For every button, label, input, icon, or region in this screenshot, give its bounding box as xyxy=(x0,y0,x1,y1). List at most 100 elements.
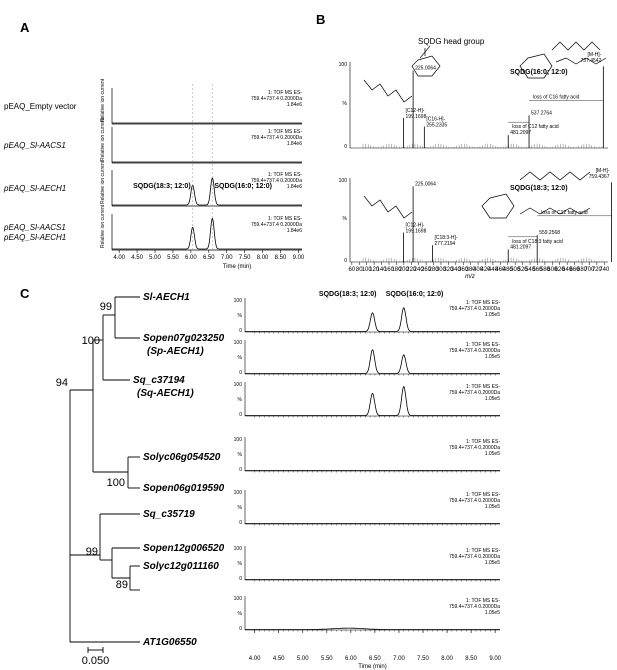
trace-line xyxy=(112,177,302,206)
mz-tick-label: 120 xyxy=(369,267,380,273)
trace-info: 1: TOF MS ES- xyxy=(466,548,500,554)
y-tick-0: 0 xyxy=(239,467,242,473)
x-tick-label: 9.00 xyxy=(293,255,305,261)
trace-info: 759.4+737.4 0.2000Da xyxy=(449,554,500,560)
taxon-label: (Sp-AECH1) xyxy=(147,346,204,357)
mz-tick-label: 220 xyxy=(406,267,417,273)
peak-annotation: 225.0064 xyxy=(415,181,436,187)
taxon-label: Sq_c37194 xyxy=(133,375,185,386)
x-tick-label: 8.50 xyxy=(465,656,477,662)
x-tick-label: 7.50 xyxy=(417,656,429,662)
head-group-label: SQDG head group xyxy=(418,37,485,46)
peak-annotation: 537.2764 xyxy=(531,110,552,116)
y-tick-0: 0 xyxy=(239,328,242,334)
mz-tick-label: 360 xyxy=(458,267,469,273)
y-tick-100: 100 xyxy=(234,298,243,304)
y-tick-percent: % xyxy=(238,452,243,458)
chromatogram-trace-c-7: 100%01: TOF MS ES-759.4+737.4 0.2000Da1.… xyxy=(234,596,500,632)
loss-label: loss of C12 fatty acid xyxy=(512,124,559,130)
mz-tick-label: 340 xyxy=(451,267,462,273)
mh-value: 737.4542 xyxy=(580,58,601,64)
mz-tick-label: 320 xyxy=(443,267,454,273)
taxon-label: Sopen06g019590 xyxy=(143,483,225,494)
mz-tick-label: 160 xyxy=(384,267,395,273)
ylabel: Relative ion current xyxy=(100,117,106,161)
taxon-label: Sl-AECH1 xyxy=(143,292,190,303)
chromatogram-trace-c-3: 100%01: TOF MS ES-759.4+737.4 0.2000Da1.… xyxy=(234,382,501,418)
y-tick-100: 100 xyxy=(234,546,243,552)
panel-c-chromatograms: 100%01: TOF MS ES-759.4+737.4 0.2000Da1.… xyxy=(234,291,502,670)
x-axis-label: Time (min) xyxy=(358,664,386,670)
taxon-label: Sopen12g006520 xyxy=(143,543,225,554)
sqdg-160-structure-icon xyxy=(519,41,607,79)
y-tick-100: 100 xyxy=(234,596,243,602)
mz-tick-label: 300 xyxy=(436,267,447,273)
fatty-acid-structure-icon xyxy=(363,79,413,219)
mz-tick-label: 600 xyxy=(547,267,558,273)
x-tick-label: 8.00 xyxy=(441,656,453,662)
mz-tick-label: 700 xyxy=(584,267,595,273)
mz-tick-label: 540 xyxy=(525,267,536,273)
chromatogram-trace-c-5: 100%01: TOF MS ES-759.4+737.4 0.2000Da1.… xyxy=(234,490,501,526)
loss-label: loss of C12 fatty acid xyxy=(541,210,588,216)
sqdg-183-structure-icon xyxy=(481,171,591,219)
peak-annotation: 559.2568 xyxy=(539,230,560,236)
trace-line xyxy=(245,385,500,416)
mz-tick-label: 260 xyxy=(421,267,432,273)
bootstrap-value: 89 xyxy=(116,579,128,591)
y-tick-percent: % xyxy=(238,611,243,617)
bootstrap-value: 99 xyxy=(100,301,112,313)
trace-info: 1: TOF MS ES- xyxy=(466,492,500,498)
x-tick-label: 9.00 xyxy=(489,656,501,662)
peak-annotation: [C12-H]- xyxy=(406,223,425,229)
x-tick-label: 6.00 xyxy=(345,656,357,662)
peak-annotation: 481.2097 xyxy=(510,130,531,136)
trace-line xyxy=(245,349,500,374)
loss-label: loss of C16 fatty acid xyxy=(533,95,580,101)
trace-info: 1.05e5 xyxy=(485,312,501,318)
y-tick-100: 100 xyxy=(234,490,243,496)
trace-info: 1.05e5 xyxy=(485,560,501,566)
mh-label: [M-H]- xyxy=(596,168,610,174)
mz-tick-label: 580 xyxy=(540,267,551,273)
ylabel: Relative ion current xyxy=(100,204,106,248)
y-tick-100: 100 xyxy=(234,340,243,346)
y-tick-0: 0 xyxy=(344,144,347,150)
y-tick-100: 100 xyxy=(234,382,243,388)
trace-info: 759.4+737.4 0.2000Da xyxy=(251,178,302,184)
mz-tick-label: 680 xyxy=(577,267,588,273)
trace-info: 759.4+737.4 0.2000Da xyxy=(449,390,500,396)
panel-a-letter: A xyxy=(20,20,30,35)
mz-tick-label: 480 xyxy=(503,267,514,273)
x-tick-label: 8.00 xyxy=(257,255,269,261)
x-tick-label: 8.50 xyxy=(275,255,287,261)
trace-line xyxy=(245,307,500,332)
trace-info: 759.4+737.4 0.2000Da xyxy=(251,96,302,102)
y-tick-percent: % xyxy=(238,355,243,361)
scale-bar-label: 0.050 xyxy=(82,655,110,667)
mz-tick-label: 140 xyxy=(377,267,388,273)
x-tick-label: 5.50 xyxy=(167,255,179,261)
trace-info: 1.05e5 xyxy=(485,396,501,402)
trace-info: 1.84e6 xyxy=(287,228,303,234)
x-tick-label: 5.00 xyxy=(297,656,309,662)
loss-label: loss of C18:3 fatty acid xyxy=(512,239,563,245)
x-tick-label: 6.00 xyxy=(185,255,197,261)
x-tick-label: 4.00 xyxy=(249,656,261,662)
panel-b-ms-spectra: SQDG head group 100%0225.0064[C12-H]-199… xyxy=(339,37,612,280)
x-tick-label: 7.00 xyxy=(393,656,405,662)
mz-axis-label: m/z xyxy=(465,274,475,280)
trace-info: 1.05e5 xyxy=(485,504,501,510)
y-tick-0: 0 xyxy=(239,520,242,526)
peak-annotation: 225.0064 xyxy=(415,66,436,72)
sample-label: pEAQ_Sl-AACS1 xyxy=(3,141,66,150)
peak-annotation: [C18:3-H]- xyxy=(434,235,457,241)
y-tick-percent: % xyxy=(238,397,243,403)
trace-info: 1: TOF MS ES- xyxy=(466,342,500,348)
ylabel: Relative ion current xyxy=(100,78,106,122)
